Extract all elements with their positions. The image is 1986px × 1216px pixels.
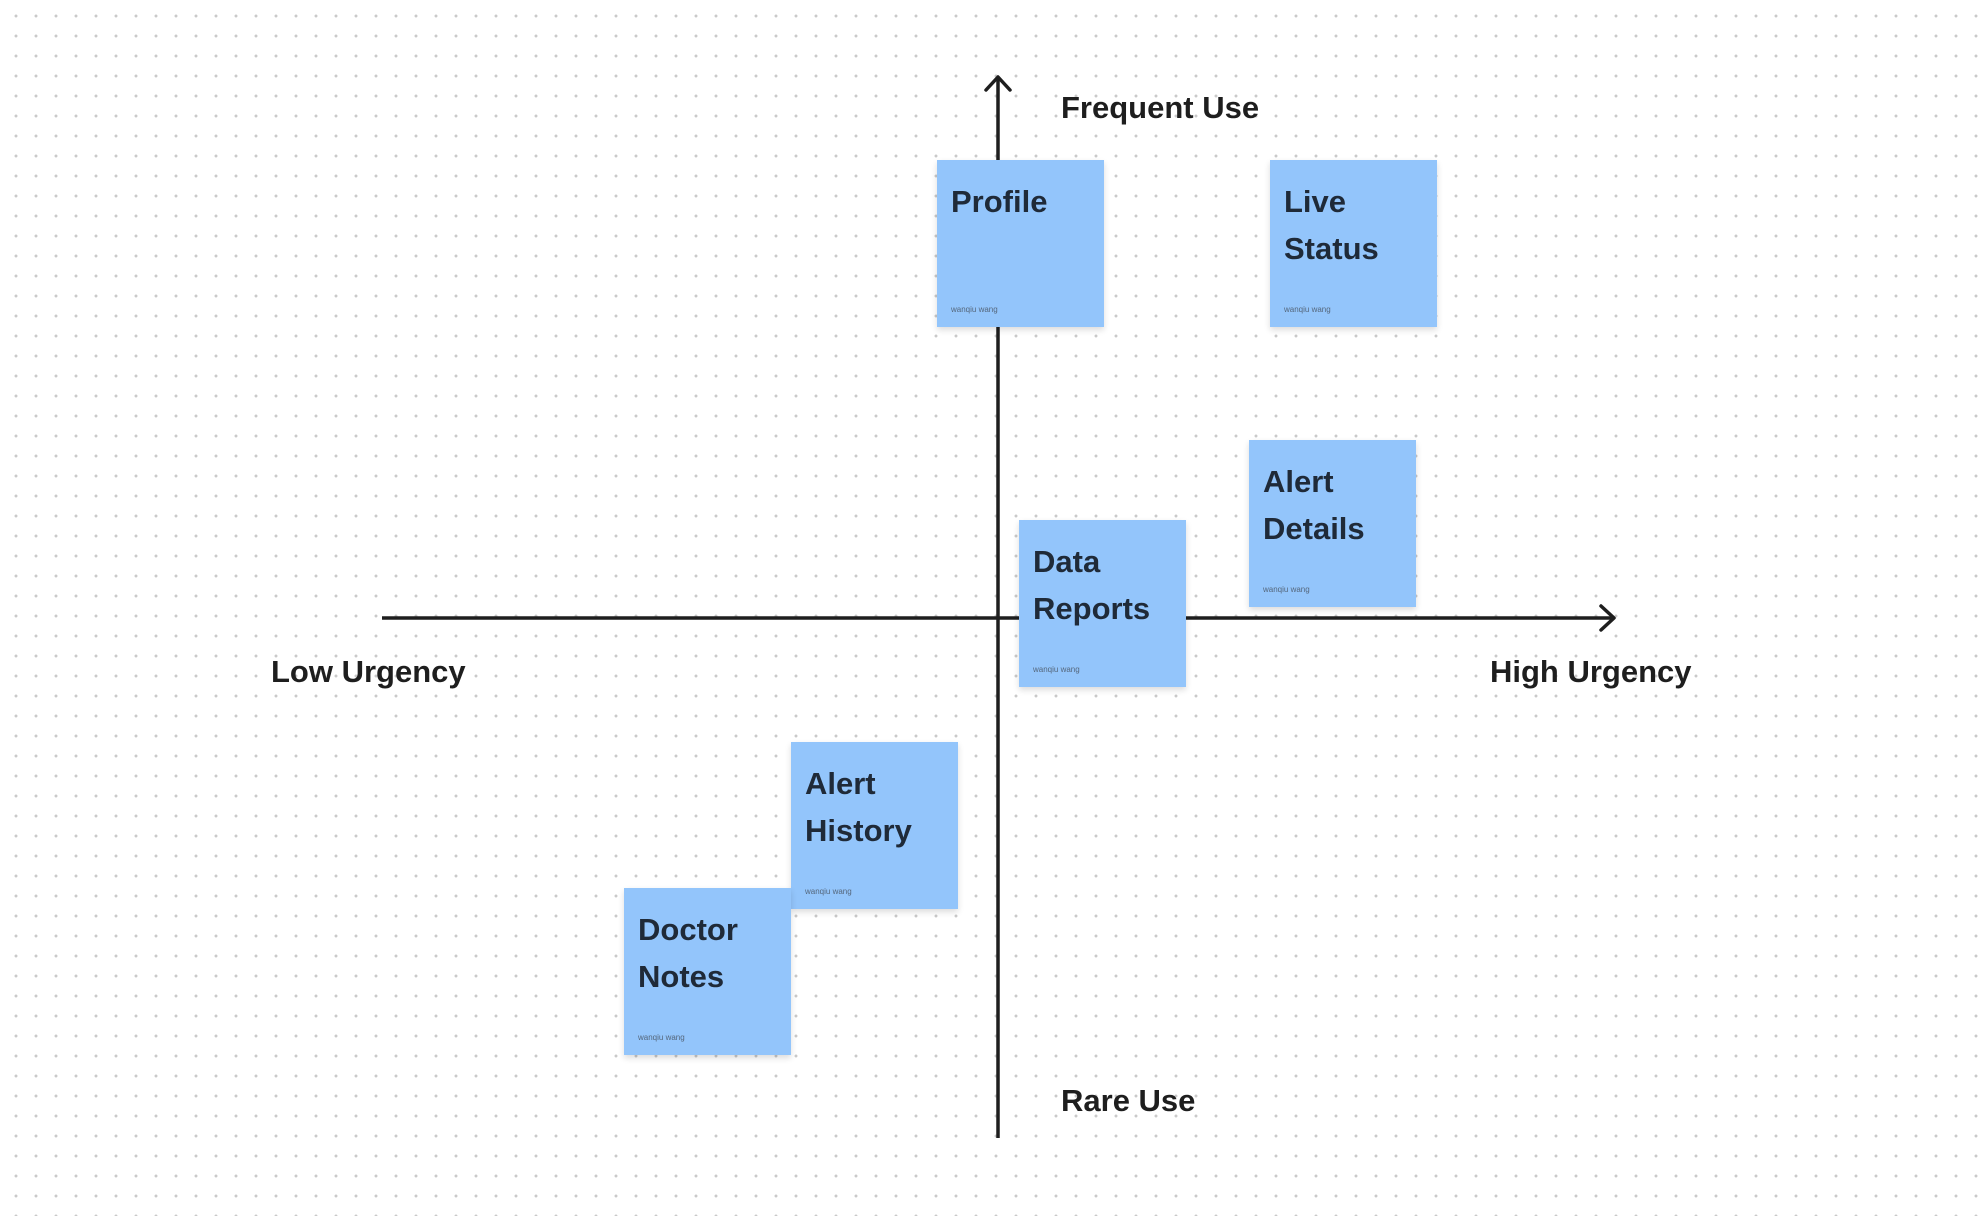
axis-label-high-urgency: High Urgency	[1490, 654, 1692, 689]
axis-label-low-urgency: Low Urgency	[271, 654, 466, 689]
sticky-note-profile[interactable]: Profile wanqiu wang	[937, 160, 1104, 327]
sticky-note-author: wanqiu wang	[638, 1033, 685, 1042]
vertical-axis-arrowhead	[984, 75, 1012, 92]
sticky-note-author: wanqiu wang	[1033, 665, 1080, 674]
sticky-note-author: wanqiu wang	[805, 887, 852, 896]
sticky-note-text: Profile	[951, 184, 1048, 219]
sticky-note-author: wanqiu wang	[951, 305, 998, 314]
sticky-note-author: wanqiu wang	[1284, 305, 1331, 314]
sticky-note-author: wanqiu wang	[1263, 585, 1310, 594]
horizontal-axis-arrowhead	[1599, 604, 1616, 632]
axis-label-frequent-use: Frequent Use	[1061, 90, 1260, 125]
axis-label-rare-use: Rare Use	[1061, 1083, 1196, 1118]
